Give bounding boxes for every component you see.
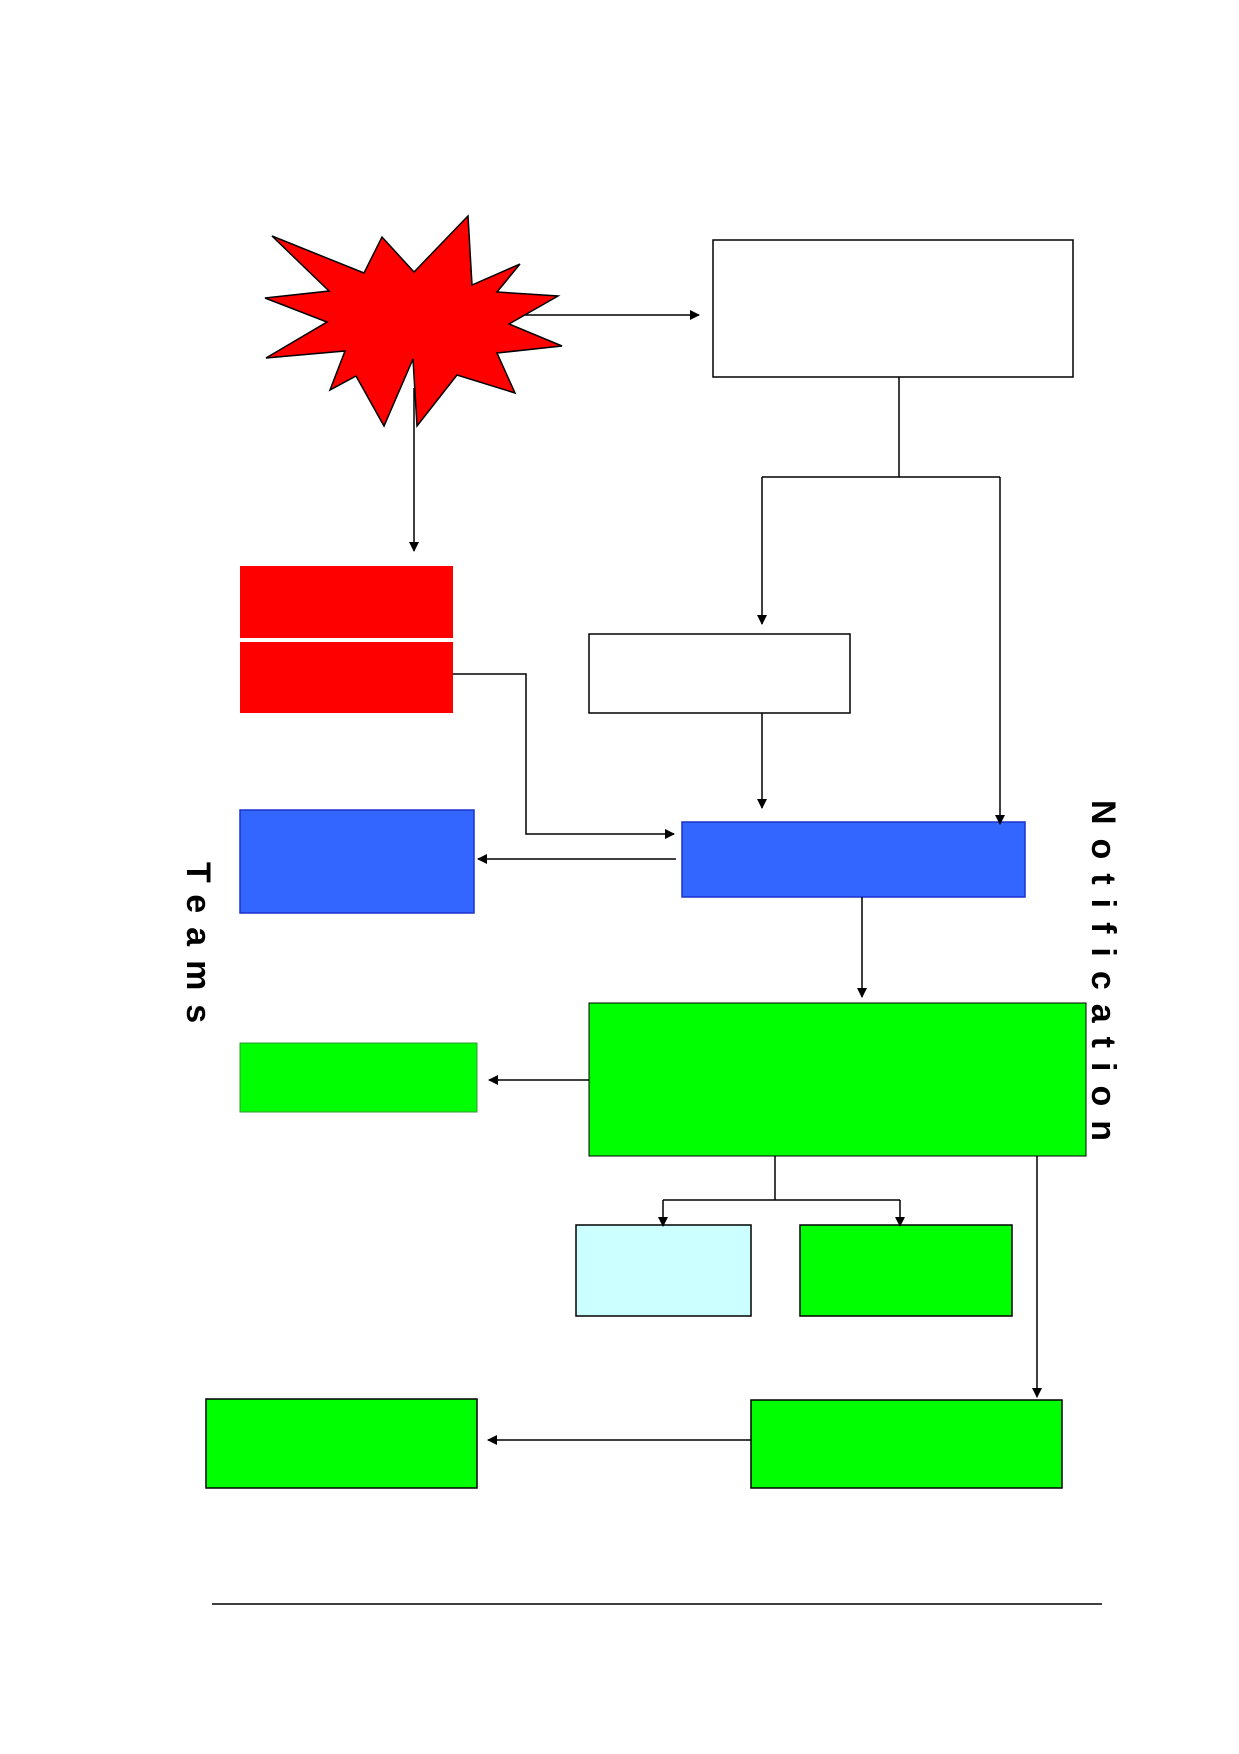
- blue-box-center: [681, 821, 1026, 898]
- notification-label: Notification: [1084, 800, 1122, 1155]
- incident-starburst-icon: [264, 214, 563, 429]
- green-box-bottom-left: [205, 1398, 478, 1489]
- light-cyan-box: [575, 1224, 752, 1317]
- green-box-large: [588, 1002, 1087, 1157]
- green-box-small-right: [799, 1224, 1013, 1317]
- red-box-bottom: [240, 642, 453, 713]
- top-right-box: [712, 239, 1074, 378]
- red-box-top: [240, 566, 453, 638]
- teams-label: Teams: [179, 862, 217, 1038]
- blue-box-left: [239, 809, 475, 914]
- arrow-red-box-to-blue-center: [453, 673, 675, 839]
- green-box-left: [239, 1042, 478, 1113]
- middle-white-box: [588, 633, 851, 714]
- green-box-bottom-right: [750, 1399, 1063, 1489]
